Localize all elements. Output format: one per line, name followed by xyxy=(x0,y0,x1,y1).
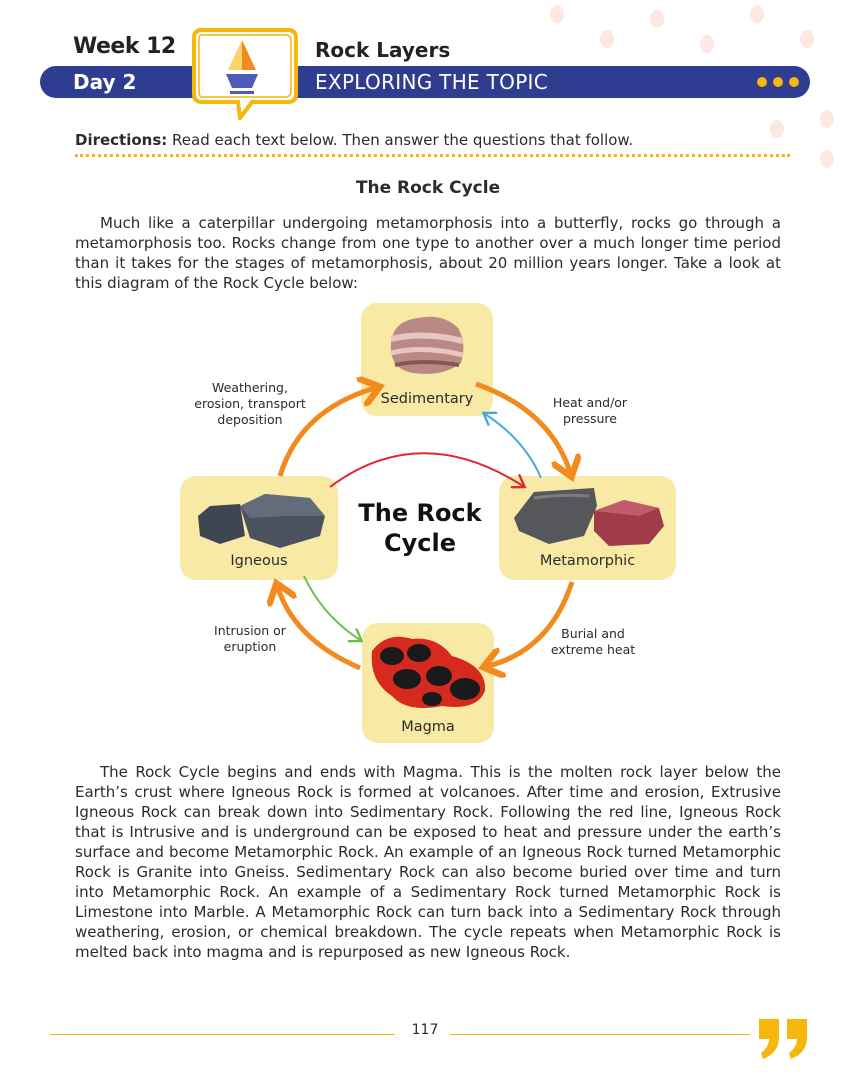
label-line: Intrusion or xyxy=(214,623,286,638)
sedimentary-label: Sedimentary xyxy=(380,391,474,407)
topic-title: Rock Layers xyxy=(315,38,451,62)
label-line: erosion, transport xyxy=(194,396,306,411)
magma-label: Magma xyxy=(401,719,455,735)
diagram-title-line2: Cycle xyxy=(384,529,456,557)
footer-line xyxy=(50,1034,395,1035)
igneous-label: Igneous xyxy=(230,553,288,569)
label-line: Burial and xyxy=(561,626,625,641)
article-title: The Rock Cycle xyxy=(355,178,501,198)
arrow-red xyxy=(329,452,523,487)
sedimentary-rock-icon xyxy=(390,316,464,374)
label-line: eruption xyxy=(223,639,277,654)
week-label: Week 12 xyxy=(73,34,176,59)
metamorphic-rock-icon xyxy=(514,488,664,546)
metamorphic-node: Metamorphic xyxy=(499,476,676,580)
directions-text: Read each text below. Then answer the qu… xyxy=(167,131,634,149)
label-line: Heat and/or xyxy=(552,395,628,410)
label-line: extreme heat xyxy=(550,642,636,657)
dot-icon xyxy=(773,77,783,87)
metamorphic-label: Metamorphic xyxy=(539,553,636,569)
label-heat: Heat and/or pressure xyxy=(535,395,645,427)
label-weathering: Weathering, erosion, transport depositio… xyxy=(180,380,320,428)
igneous-node: Igneous xyxy=(180,476,338,580)
directions-label: Directions: xyxy=(75,131,168,149)
dotted-divider xyxy=(75,154,790,157)
label-burial: Burial and extreme heat xyxy=(538,626,648,658)
pen-nib-logo-icon xyxy=(192,28,298,120)
intro-paragraph: Much like a caterpillar undergoing metam… xyxy=(75,214,781,292)
label-line: pressure xyxy=(563,411,617,426)
magma-node: Magma xyxy=(362,623,494,743)
label-line: Weathering, xyxy=(212,380,288,395)
day-label: Day 2 xyxy=(73,70,137,94)
header-band xyxy=(40,66,810,98)
dot-icon xyxy=(789,77,799,87)
diagram-title-line1: The Rock xyxy=(358,499,482,527)
footer-line xyxy=(450,1034,750,1035)
label-intrusion: Intrusion or eruption xyxy=(195,623,305,655)
dot-icon xyxy=(757,77,767,87)
arrow-green xyxy=(303,575,360,640)
igneous-rock-icon xyxy=(198,494,325,548)
directions: Directions: Read each text below. Then a… xyxy=(75,131,633,149)
body-paragraph: The Rock Cycle begins and ends with Magm… xyxy=(75,763,781,961)
sedimentary-node: Sedimentary xyxy=(361,303,493,416)
label-line: deposition xyxy=(217,412,283,427)
page-number: 117 xyxy=(411,1022,439,1038)
section-subtitle: EXPLORING THE TOPIC xyxy=(315,70,549,94)
magma-icon xyxy=(371,636,486,709)
quote-icon xyxy=(759,1019,807,1059)
arrow-blue xyxy=(485,414,542,479)
